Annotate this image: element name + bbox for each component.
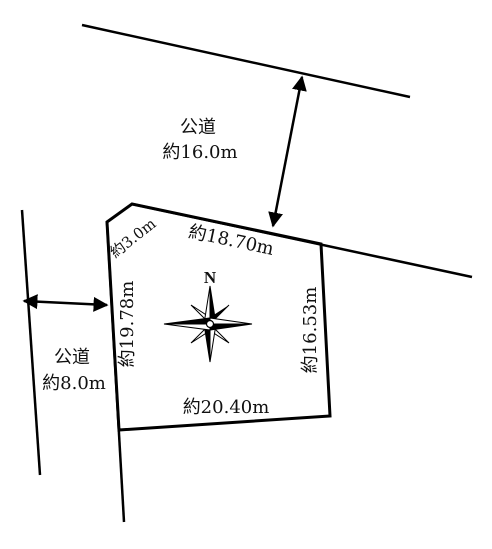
west-road-width-arrow [22, 294, 109, 312]
north-road-name: 公道 [180, 117, 216, 138]
corner-cut-length: 約3.0m [106, 215, 159, 262]
north-road-upper-edge [81, 23, 411, 99]
west-side-length: 約19.78m [117, 281, 138, 368]
north-road-width-arrow [268, 75, 307, 228]
south-side-length: 約20.40m [183, 397, 270, 418]
north-indicator-label: N [204, 268, 217, 287]
lot-boundary [105, 202, 332, 432]
north-road-width: 約16.0m [162, 142, 237, 163]
west-road-name: 公道 [54, 347, 90, 368]
west-road-width: 約8.0m [42, 373, 106, 394]
north-side-length: 約18.70m [187, 221, 276, 260]
east-side-length: 約16.53m [300, 287, 321, 374]
compass-rose-icon [163, 285, 253, 363]
west-road-outer-edge [20, 209, 42, 476]
